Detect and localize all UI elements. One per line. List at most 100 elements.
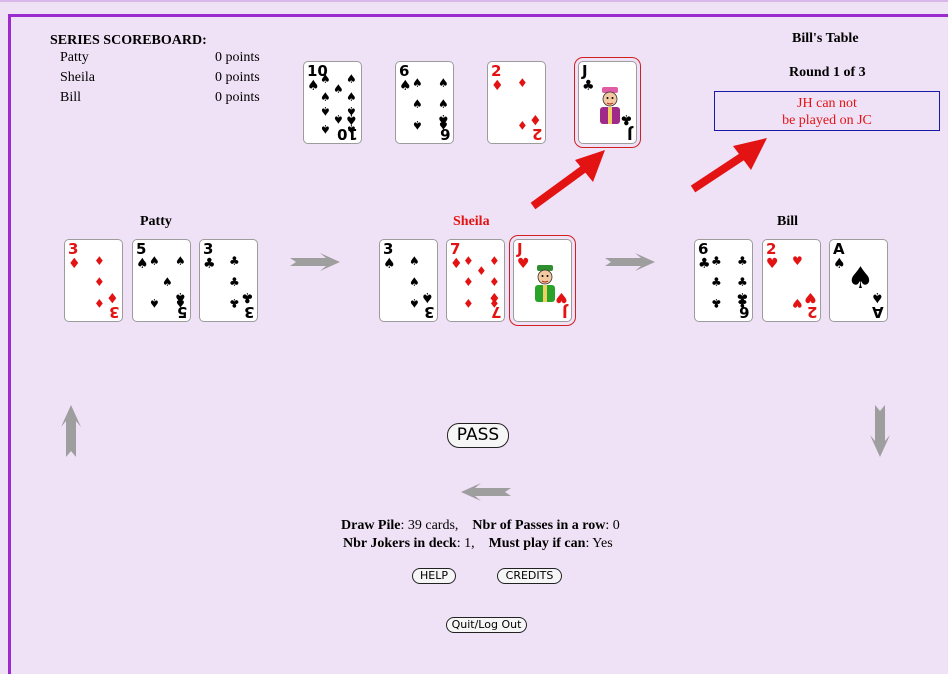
card-pip-icon: ♦ — [94, 296, 105, 310]
card-suit-icon: ♠ — [136, 256, 149, 272]
card-suit-icon: ♦ — [450, 256, 463, 272]
card-pip-icon: ♦ — [94, 254, 105, 268]
passes-value: : 0 — [605, 518, 620, 533]
card-pip-icon: ♠ — [409, 296, 420, 310]
message-line: be played on JC — [782, 113, 872, 128]
card-rank: J — [517, 240, 523, 258]
score-player-name: Bill — [60, 90, 82, 105]
jokers-value: : 1, — [456, 536, 475, 551]
card-pip-icon: ♦ — [463, 296, 474, 310]
jack-figure-icon — [597, 86, 623, 126]
round-indicator: Round 1 of 3 — [789, 65, 866, 80]
card-suit-icon: ♠ — [399, 78, 412, 94]
direction-arrow-left-icon — [461, 483, 511, 501]
card-center: ♠ — [844, 250, 875, 314]
direction-arrow-right-icon — [290, 253, 340, 271]
card-rank: 7 — [450, 240, 461, 258]
card-pip-icon: ♠ — [320, 104, 331, 118]
playing-card[interactable]: 7♦7♦♦♦♦♦♦♦♦ — [446, 239, 505, 322]
playing-card[interactable]: 2♦2♦♦♦ — [487, 61, 546, 144]
card-pip-icon: ♠ — [346, 72, 357, 86]
card-pip-icon: ♦ — [489, 275, 500, 289]
card-rank: 3 — [203, 240, 214, 258]
card-pip-icon: ♠ — [346, 90, 357, 104]
card-rank: 10 — [307, 62, 328, 80]
direction-arrow-up-icon — [61, 405, 81, 457]
help-button[interactable]: HELP — [412, 568, 456, 584]
card-center: ♠♠♠♠♠♠♠♠♠♠ — [318, 72, 357, 136]
card-pip-icon: ♦ — [489, 296, 500, 310]
player-name-patty: Patty — [140, 214, 172, 229]
card-pip-icon: ♣ — [711, 254, 722, 268]
card-pip-icon: ♠ — [175, 254, 186, 268]
playing-card[interactable]: 6♠6♠♠♠♠♠♠♠ — [395, 61, 454, 144]
card-center: ♣♣♣ — [214, 250, 245, 314]
score-player-name: Sheila — [60, 70, 95, 85]
card-pip-icon: ♣ — [229, 254, 240, 268]
hint-arrow-icon — [530, 150, 605, 210]
message-box: JH can not be played on JC — [714, 91, 940, 131]
card-pip-icon: ♠ — [847, 261, 874, 296]
card-rank: J — [627, 125, 633, 143]
card-rank: 3 — [243, 303, 254, 321]
playing-card[interactable]: 10♠10♠♠♠♠♠♠♠♠♠♠♠ — [303, 61, 362, 144]
playing-card[interactable]: 3♣3♣♣♣♣ — [199, 239, 258, 322]
card-pip-icon: ♠ — [320, 122, 331, 136]
card-pip-icon: ♠ — [412, 118, 423, 132]
must-play-label: Must play if can — [488, 536, 586, 551]
card-rank: 5 — [136, 240, 147, 258]
card-pip-icon: ♠ — [149, 296, 160, 310]
card-pip-icon: ♠ — [412, 76, 423, 90]
card-rank: 2 — [766, 240, 777, 258]
card-pip-icon: ♠ — [412, 97, 423, 111]
score-row: Patty 0 points — [50, 49, 270, 69]
direction-arrow-right-icon — [605, 253, 655, 271]
score-row: Bill 0 points — [50, 89, 270, 109]
playing-card[interactable]: 2♥2♥♥♥ — [762, 239, 821, 322]
card-rank: 3 — [383, 240, 394, 258]
message-line: JH can not — [797, 96, 857, 111]
card-pip-icon: ♦ — [463, 254, 474, 268]
card-rank: 6 — [698, 240, 709, 258]
playing-card[interactable]: 3♦3♦♦♦♦ — [64, 239, 123, 322]
card-suit-icon: ♠ — [383, 256, 396, 272]
playing-card[interactable]: 5♠5♠♠♠♠♠♠ — [132, 239, 191, 322]
player-name-bill: Bill — [777, 214, 799, 229]
card-pip-icon: ♦ — [489, 254, 500, 268]
card-suit-icon: ♥ — [766, 256, 779, 272]
quit-logout-button[interactable]: Quit/Log Out — [446, 617, 527, 633]
playing-card[interactable]: A♠A♠♠ — [829, 239, 888, 322]
card-center: ♣♣♣♣♣♣ — [709, 250, 748, 314]
card-center: ♠♠♠♠♠♠ — [410, 72, 449, 136]
jokers-label: Nbr Jokers in deck — [343, 536, 457, 551]
game-frame — [8, 14, 948, 674]
card-pip-icon: ♠ — [409, 254, 420, 268]
playing-card[interactable]: J♣J♣ — [574, 57, 641, 148]
card-pip-icon: ♠ — [438, 97, 449, 111]
playing-card[interactable]: J♥J♥ — [509, 235, 576, 326]
score-player-name: Patty — [60, 50, 89, 65]
playing-card[interactable]: 3♠3♠♠♠♠ — [379, 239, 438, 322]
score-points: 0 points — [215, 50, 260, 65]
score-row: Sheila 0 points — [50, 69, 270, 89]
hint-arrow-icon — [690, 138, 767, 193]
card-suit-icon: ♠ — [307, 78, 320, 94]
passes-label: Nbr of Passes in a row — [472, 518, 606, 533]
card-pip-icon: ♦ — [476, 264, 487, 278]
card-pip-icon: ♠ — [346, 122, 357, 136]
card-rank: 3 — [423, 303, 434, 321]
card-center: ♦ ♦ ♦ — [79, 250, 110, 314]
card-pip-icon: ♠ — [320, 72, 331, 86]
card-pip-icon: ♦ — [463, 275, 474, 289]
pass-button[interactable]: PASS — [447, 423, 509, 448]
credits-button[interactable]: CREDITS — [497, 568, 562, 584]
card-pip-icon: ♠ — [409, 275, 420, 289]
card-pip-icon: ♣ — [229, 275, 240, 289]
card-pip-icon: ♦ — [94, 275, 105, 289]
card-center: ♥♥ — [777, 250, 808, 314]
card-pip-icon: ♦ — [517, 76, 528, 90]
scoreboard-title: SERIES SCOREBOARD: — [50, 33, 207, 48]
playing-card[interactable]: 6♣6♣♣♣♣♣♣♣ — [694, 239, 753, 322]
card-rank: 2 — [806, 303, 817, 321]
card-pip-icon: ♠ — [346, 104, 357, 118]
